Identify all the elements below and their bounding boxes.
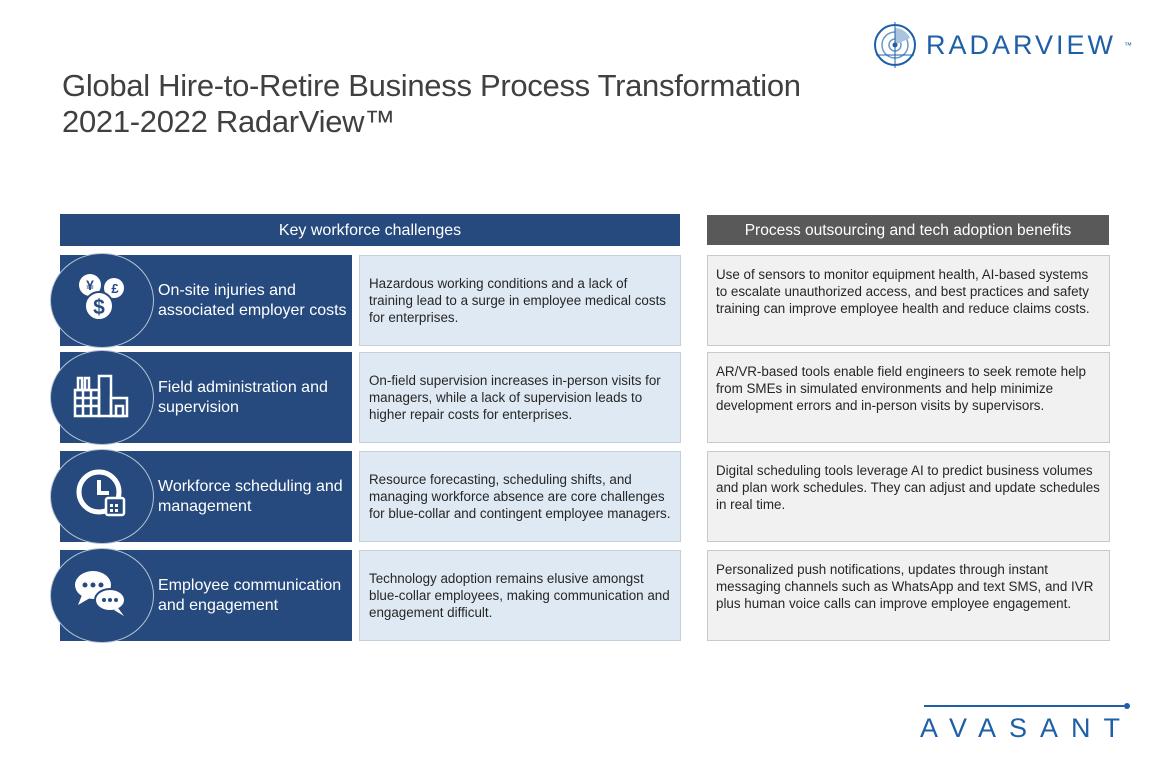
category-label: Field administration and supervision xyxy=(158,378,328,416)
svg-text:$: $ xyxy=(93,296,105,319)
title-line-1: Global Hire-to-Retire Business Process T… xyxy=(62,68,801,103)
svg-text:¥: ¥ xyxy=(86,277,94,293)
currency-coins-icon: ¥ £ $ xyxy=(72,268,132,333)
page-title: Global Hire-to-Retire Business Process T… xyxy=(62,68,801,140)
challenge-description: Hazardous working conditions and a lack … xyxy=(369,276,666,325)
challenge-text: Technology adoption remains elusive amon… xyxy=(359,550,681,641)
title-line-2: 2021-2022 RadarView™ xyxy=(62,104,395,139)
radar-icon xyxy=(874,22,916,68)
icon-circle xyxy=(50,350,154,445)
challenge-text: On-field supervision increases in-person… xyxy=(359,352,681,443)
svg-text:£: £ xyxy=(111,281,119,296)
icon-circle xyxy=(50,548,154,643)
icon-circle: ¥ £ $ xyxy=(50,253,154,348)
challenge-row: ¥ £ $ On-site injuries and associated empl… xyxy=(0,253,1152,348)
avasant-line xyxy=(924,703,1130,709)
challenge-description: Technology adoption remains elusive amon… xyxy=(369,571,670,620)
benefit-text: Personalized push notifications, updates… xyxy=(707,550,1110,641)
benefits-header: Process outsourcing and tech adoption be… xyxy=(707,215,1109,245)
challenge-text: Resource forecasting, scheduling shifts,… xyxy=(359,451,681,542)
challenge-row: Employee communication and engagement Te… xyxy=(0,548,1152,643)
benefit-text: Digital scheduling tools leverage AI to … xyxy=(707,451,1110,542)
category-label: Workforce scheduling and management xyxy=(158,477,343,515)
radarview-logo: RADARVIEW ™ xyxy=(872,22,1132,68)
radarview-tm: ™ xyxy=(1124,40,1133,50)
avasant-wordmark: AVASANT xyxy=(920,713,1134,743)
icon-circle xyxy=(50,449,154,544)
chat-bubbles-icon xyxy=(72,565,132,626)
challenge-row: Field administration and supervision On-… xyxy=(0,350,1152,445)
challenge-description: On-field supervision increases in-person… xyxy=(369,373,661,422)
clock-calendar-icon xyxy=(72,464,132,529)
factory-buildings-icon xyxy=(72,370,132,425)
benefit-text: AR/VR-based tools enable field engineers… xyxy=(707,352,1110,443)
challenge-row: Workforce scheduling and management Reso… xyxy=(0,449,1152,544)
challenge-text: Hazardous working conditions and a lack … xyxy=(359,255,681,346)
radarview-wordmark: RADARVIEW xyxy=(926,29,1117,60)
category-label: Employee communication and engagement xyxy=(158,576,342,614)
benefit-text: Use of sensors to monitor equipment heal… xyxy=(707,255,1110,346)
category-label: On-site injuries and associated employer… xyxy=(158,281,347,319)
challenge-description: Resource forecasting, scheduling shifts,… xyxy=(369,472,671,521)
challenges-header: Key workforce challenges xyxy=(60,214,680,246)
avasant-logo: AVASANT xyxy=(920,703,1134,744)
